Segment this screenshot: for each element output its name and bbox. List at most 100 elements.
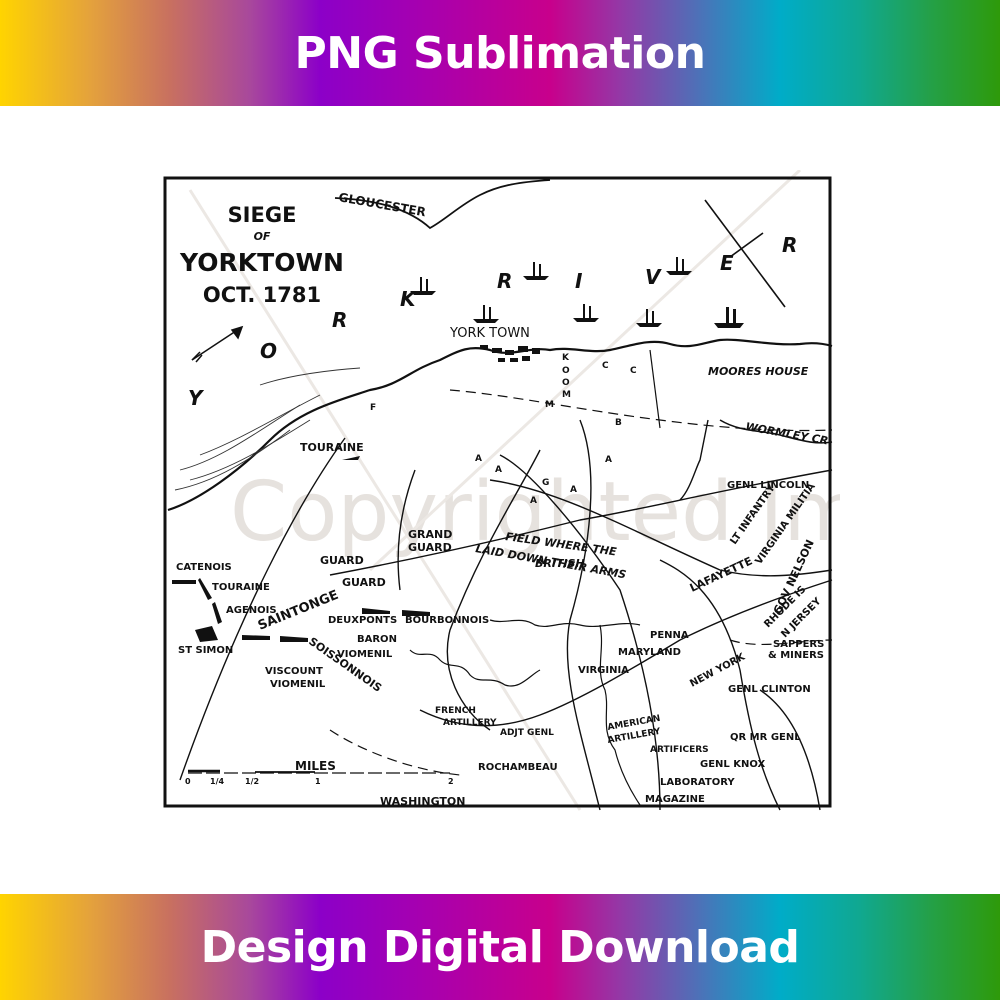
works-letter: O (562, 366, 570, 376)
watermark-lines (188, 170, 802, 811)
label-touraine-top: TOURAINE (300, 441, 364, 454)
ship-icon (473, 305, 499, 323)
label-gen-clinton: GENL CLINTON (728, 684, 811, 695)
top-banner: PNG Sublimation (0, 0, 1000, 106)
label-gloucester: GLOUCESTER (337, 190, 426, 219)
ship-icon (666, 257, 692, 275)
label-baron-1: BARON (357, 634, 397, 645)
works-letter: B (615, 418, 622, 428)
label-deuxponts: DEUXPONTS (328, 615, 397, 626)
scale-bar: MILES 0 1/4 1/2 1 2 (185, 759, 454, 786)
river-name: Y O R K R I V E R (188, 233, 797, 410)
north-arrow-icon (191, 325, 244, 363)
works-letter: A (605, 455, 612, 465)
top-banner-text: PNG Sublimation (294, 27, 706, 79)
works-letter: O (562, 378, 570, 388)
label-rochambeau: ROCHAMBEAU (478, 762, 558, 773)
works-letter: A (570, 485, 577, 495)
label-adjt-genl: ADJT GENL (500, 728, 554, 738)
works-letter: G (542, 478, 549, 488)
label-gen-knox: GENL KNOX (700, 759, 766, 770)
map-title-line2: OF (254, 230, 271, 243)
river-letter: V (645, 265, 662, 289)
river-letter: O (260, 339, 277, 363)
label-laboratory: LABORATORY (660, 777, 735, 788)
label-catenois: CATENOIS (176, 562, 232, 573)
river-letter: R (332, 308, 347, 332)
label-sappers-2: & MINERS (768, 650, 824, 661)
creeks (409, 619, 641, 806)
scale-label: MILES (295, 759, 336, 773)
label-bourbonnois: BOURBONNOIS (405, 615, 489, 626)
works-letters: K O O M M C C B F A A A G A A (370, 353, 637, 506)
label-grand-guard-1: GRAND (408, 528, 452, 541)
map-title-line1: SIEGE (228, 203, 297, 227)
ship-icon (410, 277, 436, 295)
label-virginia: VIRGINIA (578, 665, 629, 676)
works-letter: C (602, 361, 609, 371)
watermark-text: Copyrighted Image (230, 465, 840, 560)
map-frame (163, 176, 832, 808)
label-guard-2: GUARD (342, 576, 386, 589)
river-letter: I (575, 269, 583, 293)
river-letter: E (720, 251, 734, 275)
label-washington: WASHINGTON (380, 795, 465, 808)
scale-tick: 2 (448, 777, 454, 786)
label-viscount-2: VIOMENIL (270, 679, 326, 690)
label-st-simon: ST SIMON (178, 645, 233, 656)
label-moores-house: MOORES HOUSE (708, 365, 809, 378)
roads (179, 419, 833, 811)
label-gen-lincoln: GENL LINCOLN (727, 480, 809, 491)
river-letter: R (497, 269, 512, 293)
works-letter: A (530, 496, 537, 506)
map-title-line3: YORKTOWN (179, 248, 344, 277)
label-agenois: AGENOIS (226, 605, 277, 616)
label-field-2: BRITISH (535, 557, 585, 570)
compass-cross-icon (704, 199, 786, 308)
label-yorktown: YORK TOWN (449, 326, 530, 341)
label-french-artillery-1: FRENCH (435, 706, 476, 716)
label-wormley-cr: WORMLEY CR (744, 420, 829, 447)
label-artificers: ARTIFICERS (650, 745, 709, 755)
yorktown-buildings (480, 345, 540, 362)
river-letter: R (782, 233, 797, 257)
label-grand-guard-2: GUARD (408, 541, 452, 554)
ship-icon (714, 307, 744, 328)
river-letter: K (400, 287, 417, 311)
label-maryland: MARYLAND (618, 647, 681, 658)
ship-icon (523, 262, 549, 280)
label-qm-genl: QR MR GENL (730, 732, 801, 743)
gloucester-shore (334, 179, 551, 230)
ship-icon (636, 309, 662, 327)
label-baron-2: VIOMENIL (337, 649, 393, 660)
shore-hatching (174, 367, 361, 491)
label-magazine: MAGAZINE (645, 794, 705, 805)
ship-icon (573, 304, 599, 322)
works-letter: K (562, 353, 570, 363)
dashed-lines (329, 389, 833, 776)
siege-of-yorktown-map: Copyrighted Image (160, 170, 840, 820)
scale-tick: 1/2 (245, 777, 259, 786)
bottom-banner-text: Design Digital Download (200, 921, 800, 973)
scale-tick: 1 (315, 777, 321, 786)
bottom-banner: Design Digital Download (0, 894, 1000, 1000)
ships (410, 257, 744, 328)
scale-tick: 1/4 (210, 777, 224, 786)
label-penna: PENNA (650, 630, 689, 641)
label-french-artillery-2: ARTILLERY (443, 718, 497, 728)
label-sappers-1: SAPPERS (773, 639, 824, 650)
scale-tick: 0 (185, 777, 191, 786)
label-guard-1: GUARD (320, 554, 364, 567)
works-letter: M (562, 390, 571, 400)
label-viscount-1: VISCOUNT (265, 666, 323, 677)
works-letter: C (630, 366, 637, 376)
unit-markers (172, 456, 430, 642)
works-letter: A (495, 465, 502, 475)
river-letter: Y (188, 386, 205, 410)
label-touraine: TOURAINE (212, 582, 270, 593)
works-letter: A (475, 454, 482, 464)
map-canvas: Copyrighted Image (163, 170, 840, 811)
map-title-line4: OCT. 1781 (203, 283, 321, 307)
works-letter: F (370, 403, 376, 413)
works-letter: M (545, 400, 554, 410)
